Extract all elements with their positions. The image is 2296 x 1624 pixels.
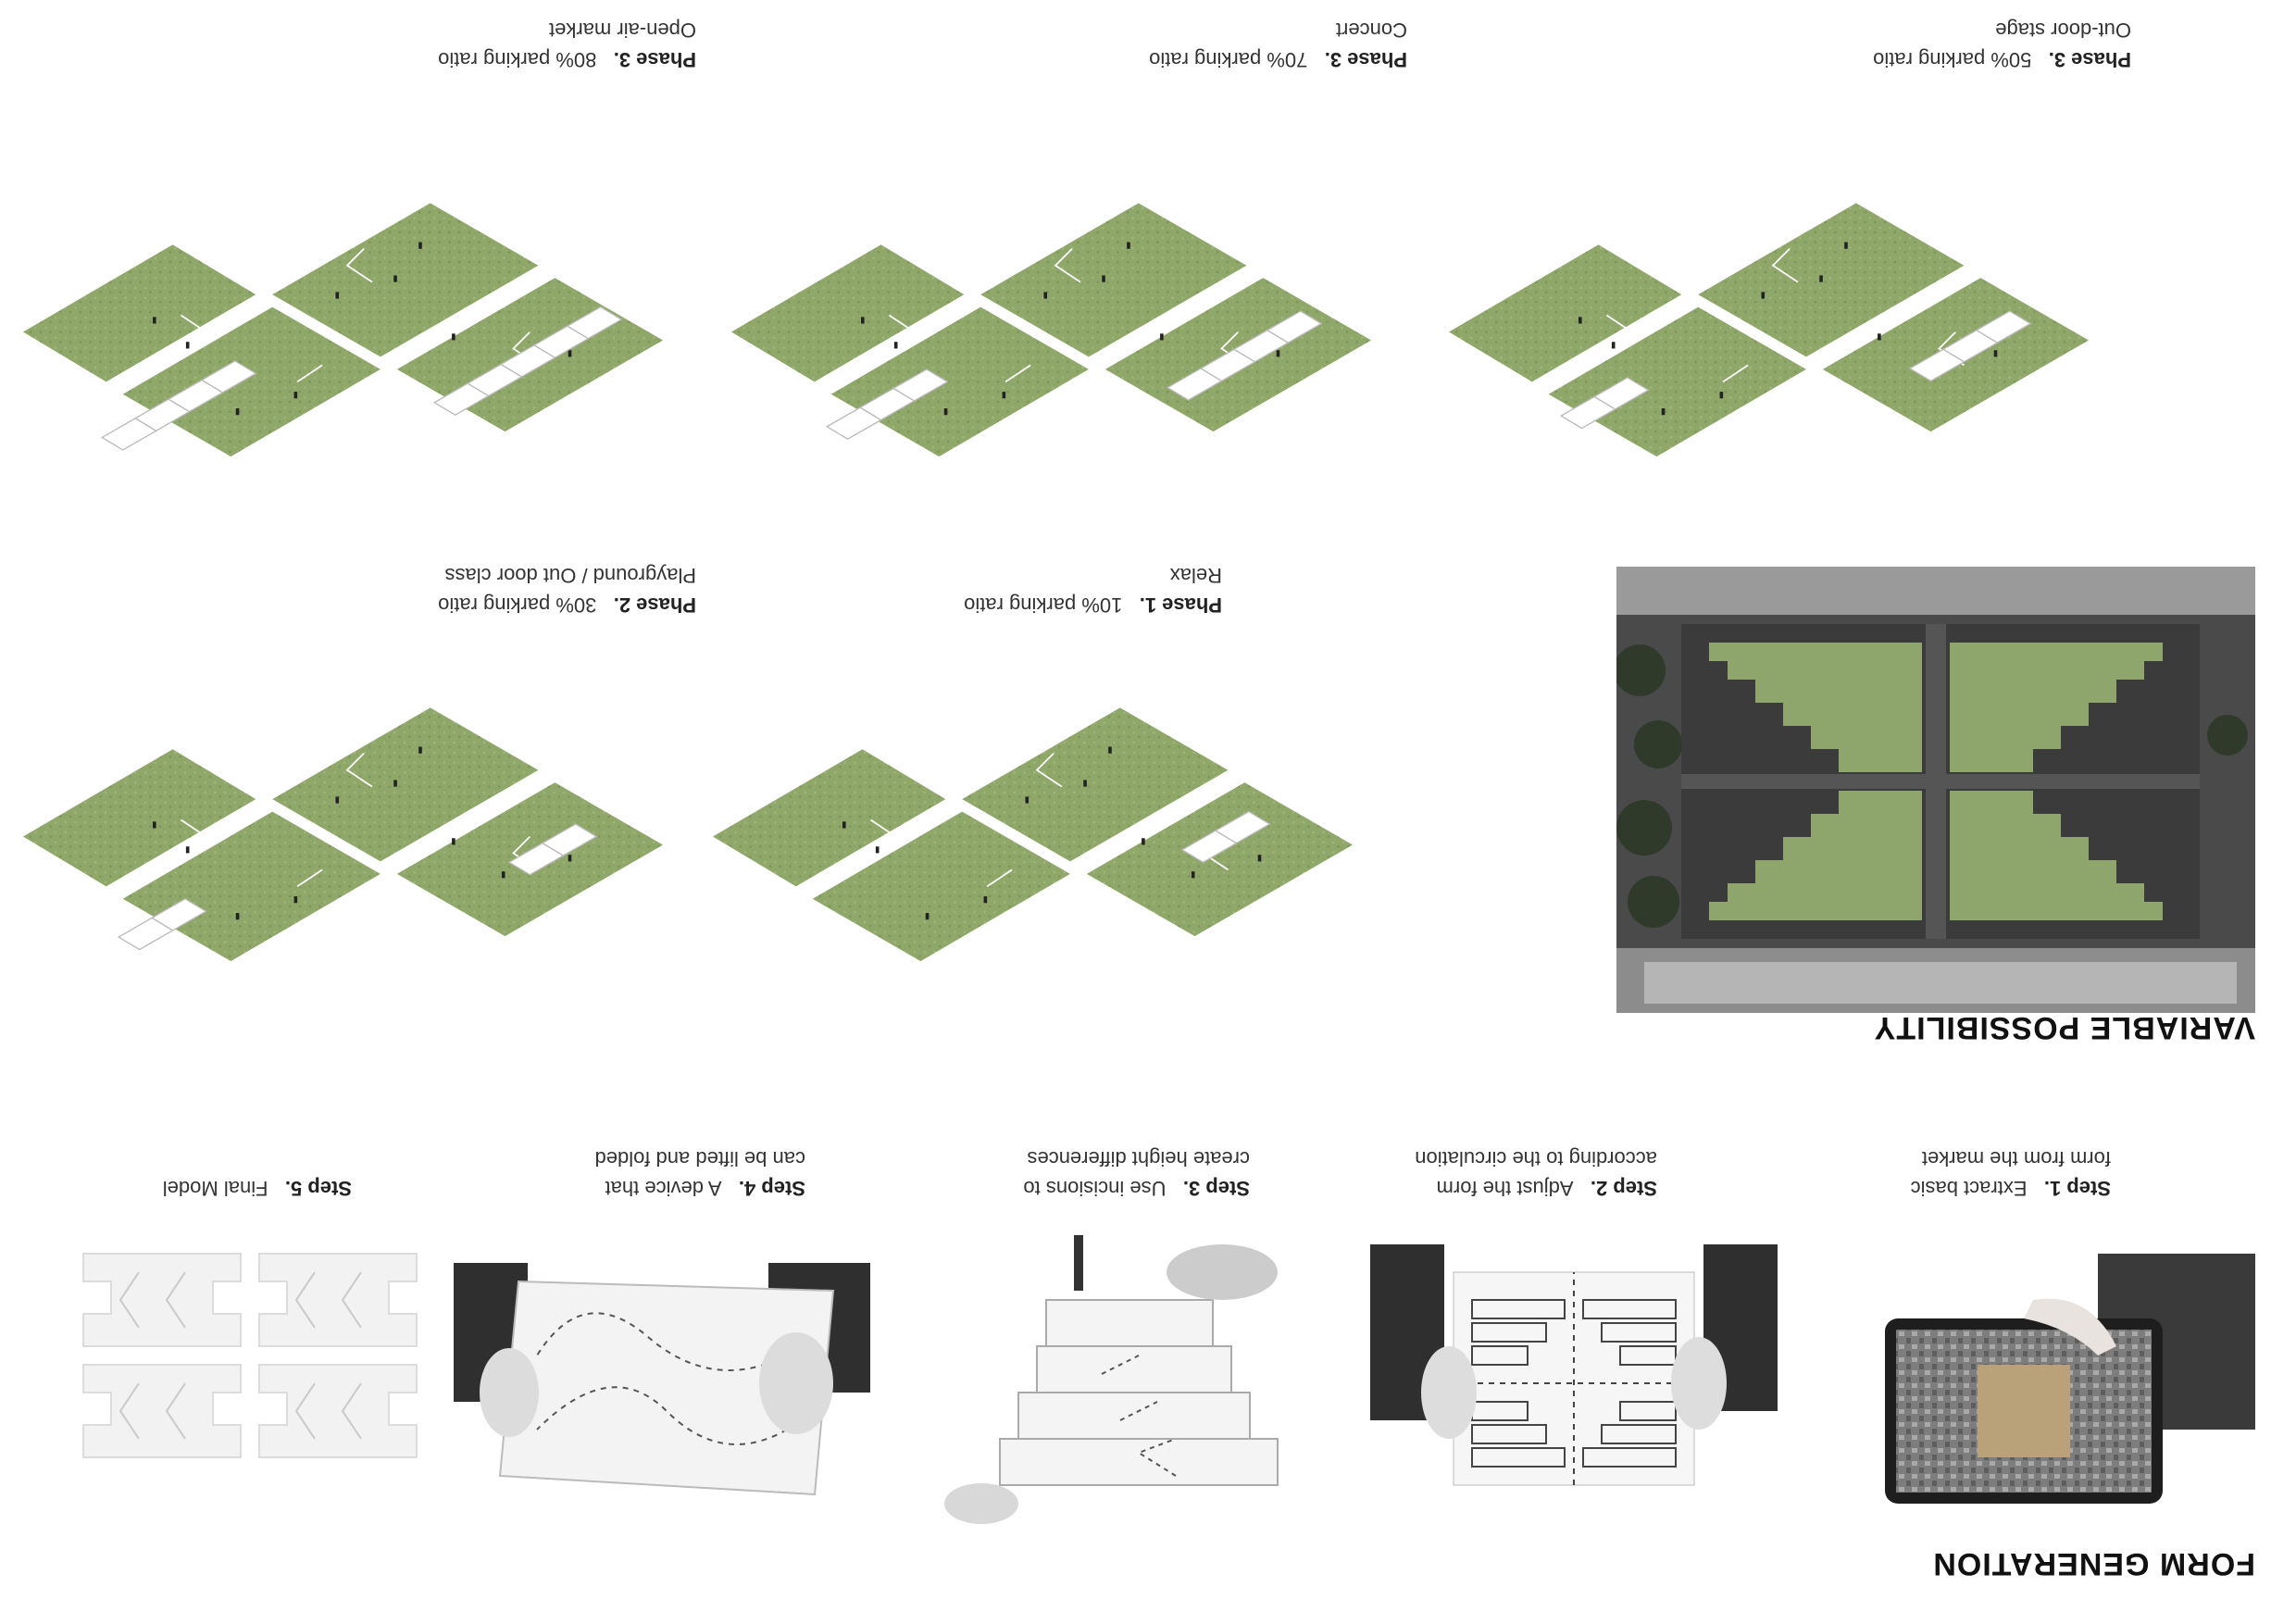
phase3-80-label: Phase 3.: [613, 48, 696, 71]
phase3-70-use: Concert: [1335, 19, 1407, 42]
step3-photo: [944, 1235, 1279, 1524]
step2-photo: [1370, 1244, 1778, 1486]
phase3-80-ratio: 80% parking ratio: [438, 48, 597, 71]
step1-line1: Extract basic: [1910, 1177, 2028, 1200]
step4-line1: A device that: [605, 1177, 722, 1200]
phase3-50-lot-axonometric: [1449, 202, 2090, 457]
step1-photo: [1885, 1254, 2255, 1504]
phase3-50-caption: Phase 3. 50% parking ratio Out-door stag…: [1761, 15, 2131, 74]
step2-caption: Step 2. Adjust the form according to the…: [1352, 1143, 1657, 1203]
step5-line1: Final Model: [162, 1177, 268, 1200]
step1-label: Step 1.: [2043, 1177, 2111, 1200]
phase3-70-lot-axonometric: [731, 202, 1372, 457]
step5-caption: Step 5. Final Model: [74, 1173, 352, 1203]
step3-line2: create height differences: [1027, 1147, 1250, 1170]
step1-caption: Step 1. Extract basic form from the mark…: [1861, 1143, 2111, 1203]
phase2-label: Phase 2.: [613, 593, 696, 617]
step1-line2: form from the market: [1921, 1147, 2111, 1170]
step4-line2: can be lifted and folded: [594, 1147, 805, 1170]
phase3-80-use: Open-air market: [549, 19, 696, 42]
phase3-50-use: Out-door stage: [1995, 19, 2131, 42]
phase3-70-ratio: 70% parking ratio: [1149, 48, 1308, 71]
phase2-caption: Phase 2. 30% parking ratio Playground / …: [326, 560, 696, 619]
phase3-50-ratio: 50% parking ratio: [1873, 48, 2032, 71]
step3-caption: Step 3. Use incisions to create height d…: [972, 1143, 1250, 1203]
phase3-50-label: Phase 3.: [2048, 48, 2131, 71]
step4-caption: Step 4. A device that can be lifted and …: [528, 1143, 805, 1203]
phase1-label: Phase 1.: [1139, 593, 1222, 617]
variable-possibility-title: VARIABLE POSSIBILITY: [1873, 1010, 2255, 1045]
phase1-lot-axonometric: [713, 706, 1354, 962]
step4-folded-paper: [454, 1263, 870, 1496]
phase2-ratio: 30% parking ratio: [438, 593, 597, 617]
phase2-use: Playground / Out door class: [444, 564, 696, 587]
phase1-ratio: 10% parking ratio: [964, 593, 1123, 617]
form-generation-title: FORM GENERATION: [1932, 1546, 2255, 1581]
market-aerial-photo: [1616, 567, 2255, 1013]
phase2-lot-axonometric: [23, 706, 664, 962]
phase3-70-label: Phase 3.: [1324, 48, 1407, 71]
step5-final-model: [82, 1253, 418, 1458]
step4-label: Step 4.: [738, 1177, 805, 1200]
step3-label: Step 3.: [1182, 1177, 1250, 1200]
phase1-use: Relax: [1169, 564, 1222, 587]
phase3-80-lot-axonometric: [23, 202, 664, 457]
step5-label: Step 5.: [284, 1177, 352, 1200]
phase3-70-caption: Phase 3. 70% parking ratio Concert: [1037, 15, 1407, 74]
step2-label: Step 2.: [1590, 1177, 1657, 1200]
step2-line2: according to the circulation: [1415, 1147, 1657, 1170]
step3-line1: Use incisions to: [1023, 1177, 1167, 1200]
phase1-caption: Phase 1. 10% parking ratio Relax: [870, 560, 1222, 619]
phase3-80-caption: Phase 3. 80% parking ratio Open-air mark…: [326, 15, 696, 74]
step2-line1: Adjust the form: [1436, 1177, 1574, 1200]
